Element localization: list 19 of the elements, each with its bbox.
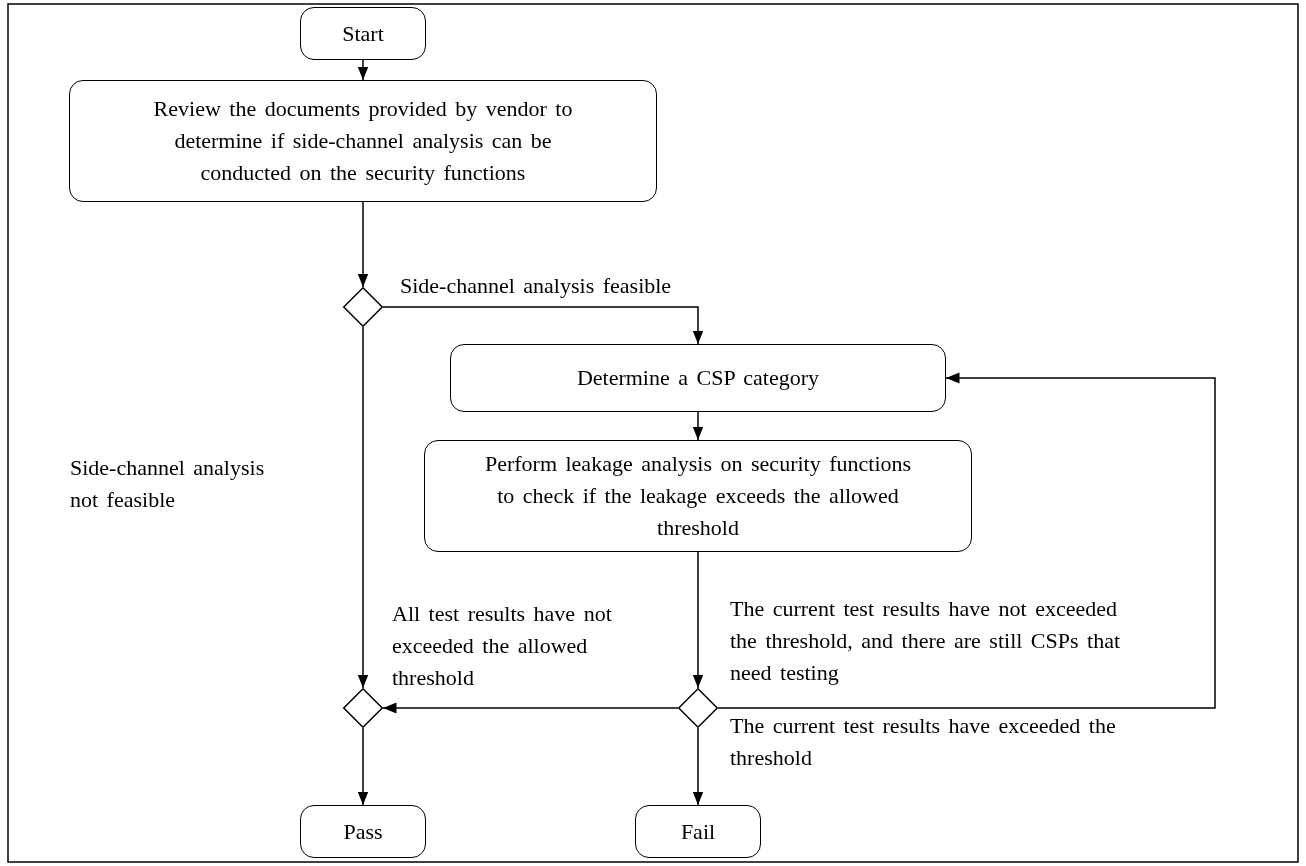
process-box: Determine a CSP category (450, 344, 946, 412)
arrow (717, 372, 1216, 709)
arrow (692, 411, 704, 441)
arrow (357, 727, 369, 806)
decision-diamond (678, 688, 718, 728)
process-box: Perform leakage analysis on security functions to check if the leakage exceeds the allowed threshold (424, 440, 972, 552)
process-box: Pass (300, 805, 426, 858)
process-box: Fail (635, 805, 761, 858)
arrow (357, 326, 369, 689)
arrow (382, 702, 679, 714)
decision-diamond (343, 688, 383, 728)
arrow (382, 306, 704, 345)
arrow (357, 201, 369, 288)
arrow (357, 59, 369, 81)
arrow (692, 551, 704, 689)
arrow (692, 727, 704, 806)
process-box: Start (300, 7, 426, 60)
process-box: Review the documents provided by vendor to determine if side-channel analysis can be conducted on the security functions (69, 80, 657, 202)
decision-diamond (343, 287, 383, 327)
